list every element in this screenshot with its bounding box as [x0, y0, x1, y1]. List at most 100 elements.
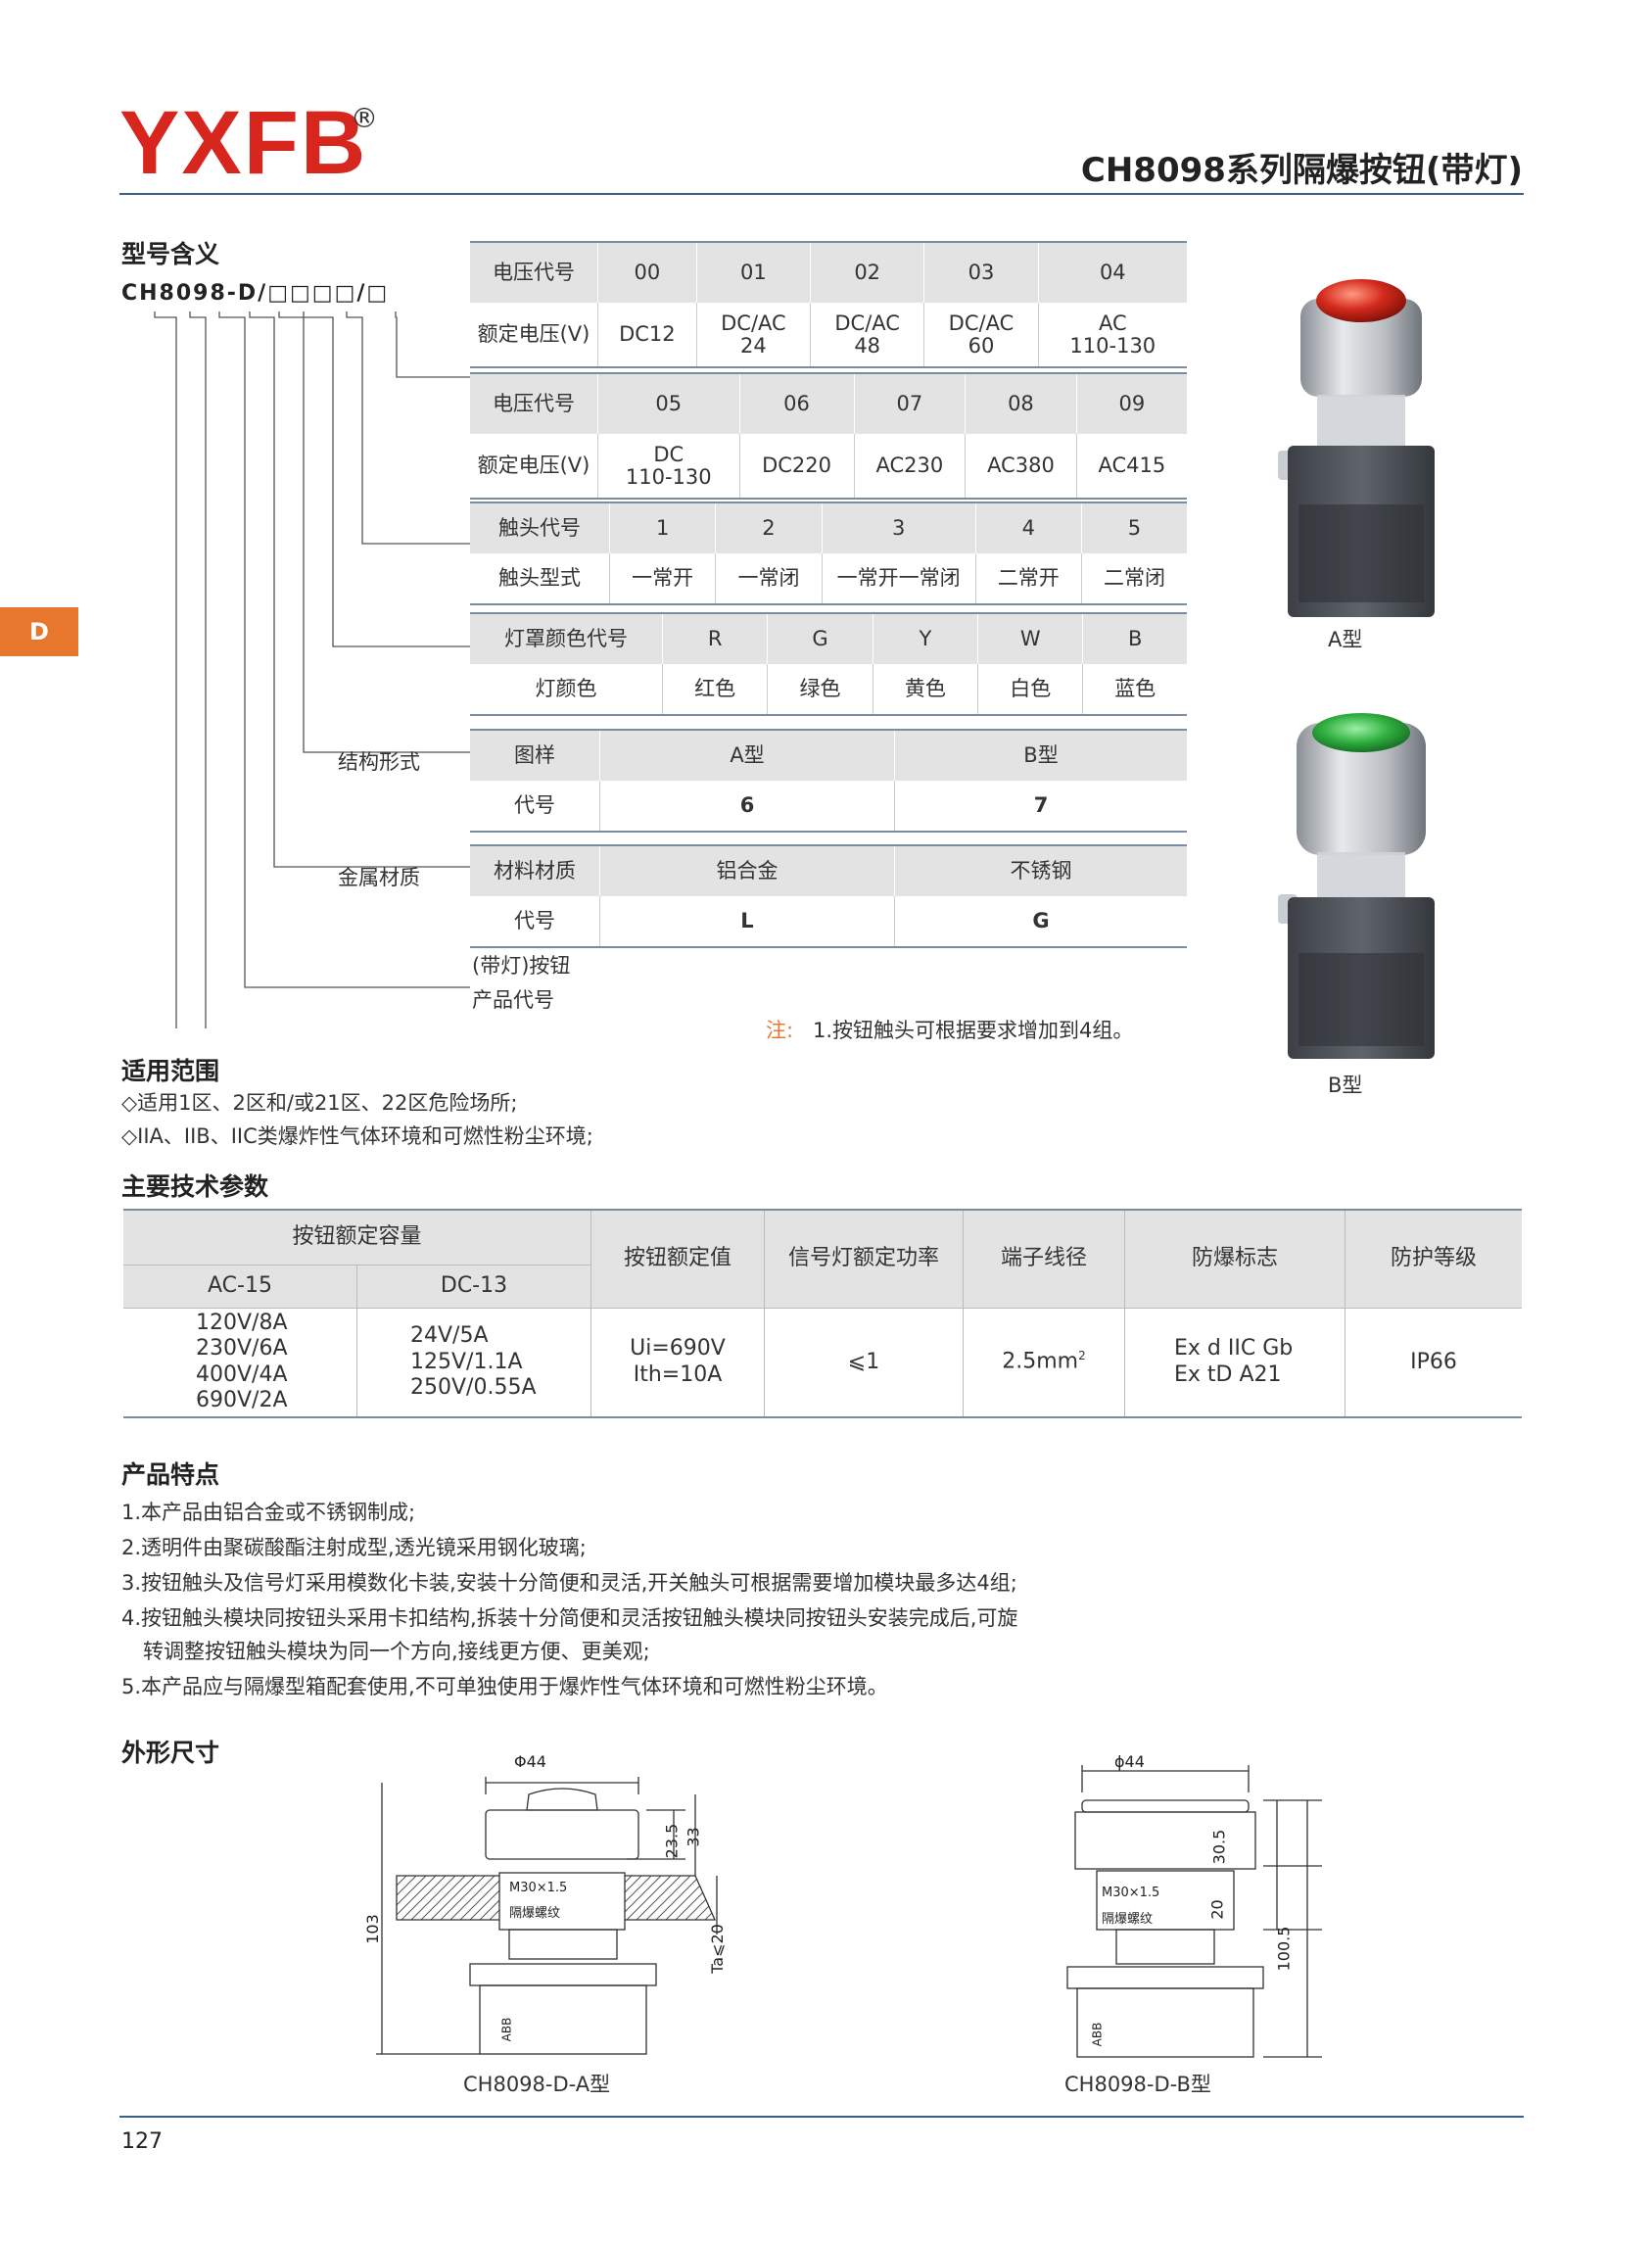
color-code: R: [662, 613, 769, 664]
page-number: 127: [121, 2129, 163, 2154]
vt1-value: DC/AC: [721, 311, 786, 336]
rating-value: Ith=10A: [633, 1361, 723, 1387]
vt2-code: 06: [739, 373, 855, 434]
feature-line: 3.按钮触头及信号灯采用模数化卡装,安装十分简便和灵活,开关触头可根据需要增加模…: [121, 1571, 1017, 1595]
dim-a-d2: 33: [684, 1827, 703, 1847]
material-label: 金属材质: [338, 866, 420, 889]
vt2-code: 09: [1076, 373, 1187, 434]
ac-value: 400V/4A: [196, 1361, 288, 1387]
specs-table: 按钮额定容量 按钮额定值 信号灯额定功率 端子线径 防爆标志 防护等级 AC-1…: [123, 1209, 1522, 1418]
contact-code: 5: [1081, 502, 1187, 553]
color-code: W: [977, 613, 1084, 664]
material-type: 铝合金: [599, 845, 895, 896]
wire-value: 2.5mm: [1002, 1349, 1079, 1374]
vt2-header: 电压代号: [470, 373, 598, 434]
vt1-value: 48: [854, 333, 881, 358]
material-code: G: [894, 896, 1187, 947]
dim-b-thread: M30×1.5: [1102, 1886, 1160, 1900]
lamp-color: 蓝色: [1082, 664, 1187, 715]
ac-header: AC-15: [123, 1264, 357, 1309]
structure-row-label: 代号: [470, 781, 600, 832]
vt1-row-label: 额定电压(V): [470, 303, 598, 367]
spec-header: 防护等级: [1345, 1210, 1522, 1309]
material-row-label: 代号: [470, 896, 600, 947]
ex-mark-value: Ex tD A21: [1174, 1361, 1282, 1387]
color-table: 灯罩颜色代号 R G Y W B 灯颜色 红色 绿色 黄色 白色 蓝色: [470, 612, 1187, 716]
note-text: 1.按钮触头可根据要求增加到4组。: [813, 1019, 1134, 1042]
contact-header: 触头代号: [470, 502, 610, 553]
product-photo-b: [1278, 713, 1435, 1059]
feature-line: 5.本产品应与隔爆型箱配套使用,不可单独使用于爆炸性气体环境和可燃性粉尘环境。: [121, 1675, 888, 1698]
dc-value: 125V/1.1A: [410, 1349, 523, 1374]
vt1-value: AC: [1098, 311, 1127, 336]
vt1-header: 电压代号: [470, 242, 598, 303]
vt2-code: 05: [597, 373, 740, 434]
vt1-value: 60: [968, 333, 995, 358]
scope-heading: 适用范围: [121, 1057, 220, 1085]
vt2-value: AC415: [1098, 454, 1166, 478]
lamp-power-value: ⩽1: [764, 1307, 964, 1417]
dim-a-thread-note: 隔爆螺纹: [509, 1906, 561, 1921]
brand-logo: YXFB: [119, 93, 368, 193]
vt2-code: 08: [965, 373, 1077, 434]
vt2-value: DC220: [762, 454, 831, 478]
lamp-color: 红色: [662, 664, 769, 715]
photo-a-label: A型: [1328, 628, 1363, 651]
scope-line: ◇IIA、IIB、IIC类爆炸性气体环境和可燃性粉尘环境;: [121, 1124, 593, 1148]
dc-value: 250V/0.55A: [410, 1374, 537, 1400]
contact-type: 二常开: [975, 553, 1082, 604]
vt2-value: AC380: [987, 454, 1055, 478]
dc-value: 24V/5A: [410, 1323, 489, 1349]
vt1-value: 24: [740, 333, 767, 358]
color-code: B: [1082, 613, 1187, 664]
dim-b-total: 100.5: [1274, 1926, 1294, 1972]
dim-a-abb: ABB: [499, 2017, 514, 2042]
footer-divider: [119, 2116, 1524, 2118]
feature-line: 1.本产品由铝合金或不锈钢制成;: [121, 1501, 416, 1524]
ip-value: IP66: [1345, 1307, 1522, 1417]
vt1-code: 01: [696, 242, 812, 303]
product-photo-a: [1278, 279, 1435, 617]
dim-a-thread: M30×1.5: [509, 1881, 568, 1895]
vt2-value: 110-130: [625, 464, 712, 489]
contact-type: 一常开一常闭: [822, 553, 976, 604]
scope-line: ◇适用1区、2区和/或21区、22区危险场所;: [121, 1091, 518, 1115]
contact-code: 4: [975, 502, 1082, 553]
contact-type: 二常闭: [1081, 553, 1187, 604]
dimension-drawing-a: [376, 1777, 718, 2055]
lit-button-label: (带灯)按钮: [472, 954, 571, 978]
note-label: 注:: [766, 1019, 794, 1042]
structure-code: 7: [894, 781, 1187, 832]
material-type: 不锈钢: [894, 845, 1187, 896]
feature-line: 2.透明件由聚碳酸酯注射成型,透光镜采用钢化玻璃;: [121, 1536, 587, 1559]
vt1-code: 03: [923, 242, 1039, 303]
dim-a-d1: 23.5: [662, 1823, 682, 1859]
vt2-code: 07: [854, 373, 967, 434]
color-code: Y: [873, 613, 979, 664]
vt1-code: 00: [597, 242, 697, 303]
structure-code: 6: [599, 781, 895, 832]
feature-line: 4.按钮触头模块同按钮头采用卡扣结构,拆装十分简便和灵活按钮触头模块同按钮头安装…: [121, 1606, 1018, 1630]
photo-b-label: B型: [1328, 1074, 1363, 1097]
page-title: CH8098系列隔爆按钮(带灯): [1080, 151, 1523, 190]
header-divider: [119, 193, 1524, 195]
dim-a-ta: Ta⩽20: [707, 1924, 727, 1974]
vt1-code: 04: [1038, 242, 1187, 303]
contact-code: 3: [822, 502, 976, 553]
structure-label: 结构形式: [338, 750, 420, 774]
feature-line: 转调整按钮触头模块为同一个方向,接线更方便、更美观;: [143, 1640, 650, 1663]
ac-value: 230V/6A: [196, 1336, 288, 1361]
registered-mark: ®: [351, 102, 378, 134]
ex-mark-value: Ex d IIC Gb: [1174, 1336, 1294, 1361]
dimensions-heading: 外形尺寸: [121, 1739, 220, 1767]
dim-b-diameter: ϕ44: [1114, 1752, 1145, 1771]
lamp-color: 绿色: [767, 664, 873, 715]
vt2-row-label: 额定电压(V): [470, 434, 598, 499]
lamp-color: 白色: [977, 664, 1084, 715]
ac-value: 120V/8A: [196, 1310, 288, 1335]
spec-header: 端子线径: [963, 1210, 1125, 1309]
contact-row-label: 触头型式: [470, 553, 610, 604]
contact-table: 触头代号 1 2 3 4 5 触头型式 一常开 一常闭 一常开一常闭 二常开 二…: [470, 502, 1187, 605]
